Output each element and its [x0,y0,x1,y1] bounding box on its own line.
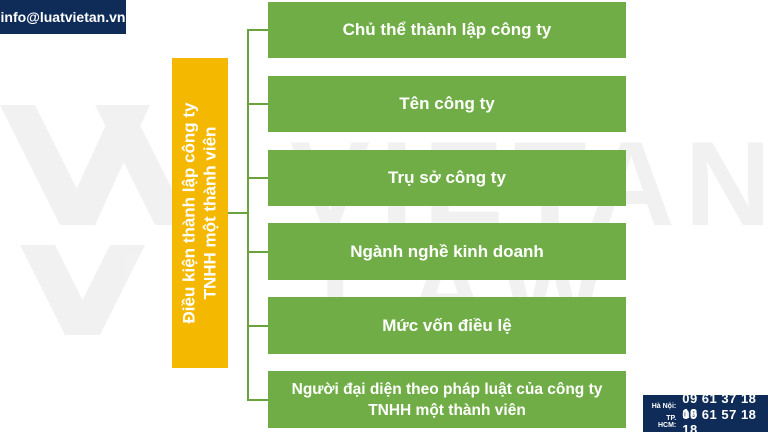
branch-node: Người đại diện theo pháp luật của công t… [268,371,626,428]
branch-node: Tên công ty [268,76,626,132]
branch-node: Trụ sở công ty [268,150,626,206]
branch-connector [247,251,268,253]
root-label-line-1: Điều kiện thành lập công ty [180,102,199,324]
email-badge[interactable]: info@luatvietan.vn [0,0,126,34]
spine-connector [247,29,249,400]
hotline-row-hcm: TP. HCM: 09 61 57 18 18 [649,407,762,432]
email-text: info@luatvietan.vn [0,9,126,25]
branch-connector [247,177,268,179]
hotline-row-hanoi: Hà Nội: 09 61 37 18 18 [649,391,762,421]
branch-connector [247,29,268,31]
branch-label: Tên công ty [399,94,495,113]
hotline-phone[interactable]: 09 61 37 18 18 [682,391,757,421]
branch-node: Ngành nghề kinh doanh [268,223,626,280]
root-connector [228,212,248,214]
branch-label: Chủ thể thành lập công ty [342,20,552,39]
branch-label: Trụ sở công ty [388,168,506,187]
hotline-city-label: TP. HCM: [657,415,677,429]
root-label: Điều kiện thành lập công ty TNHH một thà… [179,102,221,323]
branch-connector [247,325,268,327]
root-label-line-2: TNHH một thành viên [201,126,220,300]
branch-label: Ngành nghề kinh doanh [350,241,544,261]
branch-connector [247,103,268,105]
branch-label-line-2: TNHH một thành viên [368,401,526,419]
branch-node: Chủ thể thành lập công ty [268,2,626,58]
branch-label-line-1: Người đại diện theo pháp luật của công t… [291,380,603,398]
hotline-city-label: Hà Nội: [651,402,677,410]
hotline-box: Hà Nội: 09 61 37 18 18 TP. HCM: 09 61 57… [643,391,768,432]
branch-node: Mức vốn điều lệ [268,297,626,354]
root-node: Điều kiện thành lập công ty TNHH một thà… [172,58,228,368]
branch-connector [247,399,268,401]
branch-label: Mức vốn điều lệ [382,315,512,335]
hotline-phone[interactable]: 09 61 57 18 18 [682,407,757,432]
